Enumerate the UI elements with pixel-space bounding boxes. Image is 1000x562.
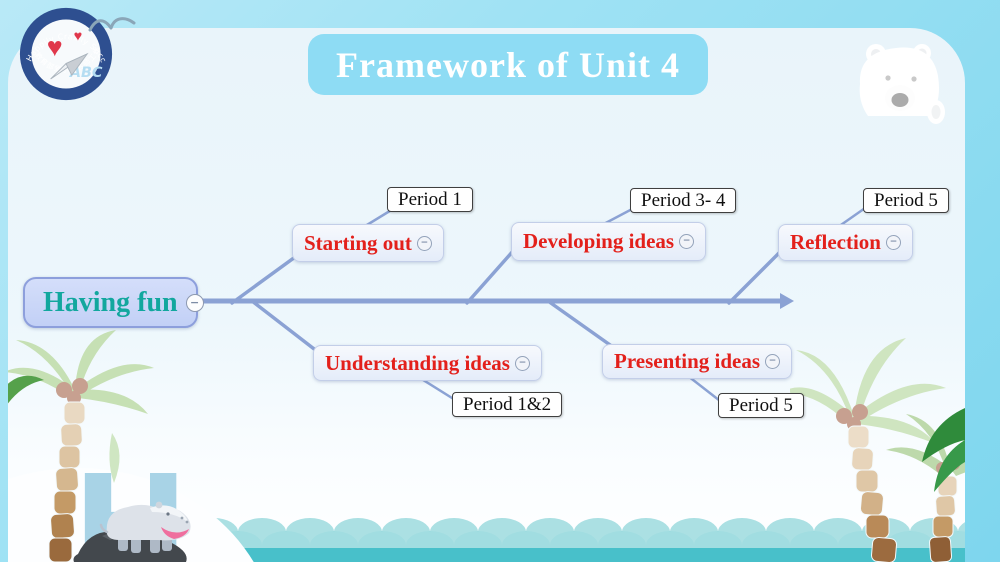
period-box-presenting-ideas[interactable]: Period 5 <box>718 393 804 418</box>
mindmap-node-reflection[interactable]: Reflection − <box>778 224 913 261</box>
bird-icon <box>88 17 136 32</box>
root-node-label: Having fun <box>43 286 178 318</box>
dark-frond-right-decor <box>922 408 965 492</box>
collapse-icon[interactable]: − <box>885 235 901 250</box>
mindmap-node-presenting-ideas[interactable]: Presenting ideas − <box>602 344 793 379</box>
node-label: Developing ideas <box>523 229 675 253</box>
spine-arrowhead <box>780 293 794 309</box>
node-label: Presenting ideas <box>614 349 761 373</box>
period-box-starting-out[interactable]: Period 1 <box>387 187 473 212</box>
period-box-developing-ideas[interactable]: Period 3- 4 <box>630 188 737 213</box>
title-banner: Framework of Unit 4 <box>308 34 708 95</box>
dark-frond-left-decor <box>8 375 44 404</box>
collapse-icon[interactable]: − <box>765 354 781 369</box>
collapse-icon[interactable]: − <box>679 234 695 249</box>
palm-leaf-decor <box>109 433 120 483</box>
studio-logo: Happily Crazily Successfully 教育部爱小玲名师工作室… <box>18 6 113 101</box>
collapse-icon[interactable]: − <box>514 355 530 371</box>
heart-icon: ♥ <box>47 32 63 62</box>
period-label: Period 5 <box>729 394 793 416</box>
mindmap-node-understanding-ideas[interactable]: Understanding ideas − <box>313 345 542 381</box>
period-label: Period 5 <box>874 189 938 211</box>
hippo-decor <box>99 501 191 553</box>
node-label: Starting out <box>304 230 412 255</box>
node-label: Reflection <box>790 230 881 254</box>
period-box-reflection[interactable]: Period 5 <box>863 188 949 213</box>
period-label: Period 1 <box>398 188 462 210</box>
period-label: Period 1&2 <box>463 393 552 415</box>
mindmap-node-developing-ideas[interactable]: Developing ideas − <box>511 222 707 261</box>
palm-tree-left <box>8 330 154 562</box>
node-label: Understanding ideas <box>325 350 510 375</box>
collapse-icon[interactable]: − <box>185 293 204 312</box>
page-title: Framework of Unit 4 <box>336 44 680 85</box>
logo-monogram: ABC <box>69 65 103 81</box>
period-label: Period 3- 4 <box>641 189 726 211</box>
small-heart-icon: ♥ <box>74 29 83 45</box>
polar-bear-icon <box>859 44 945 124</box>
mindmap-root-node[interactable]: Having fun − <box>23 277 204 328</box>
mindmap-node-starting-out[interactable]: Starting out − <box>292 224 444 262</box>
period-box-understanding-ideas[interactable]: Period 1&2 <box>452 392 563 417</box>
paper-plane-icon <box>50 52 89 80</box>
collapse-icon[interactable]: − <box>416 235 432 251</box>
